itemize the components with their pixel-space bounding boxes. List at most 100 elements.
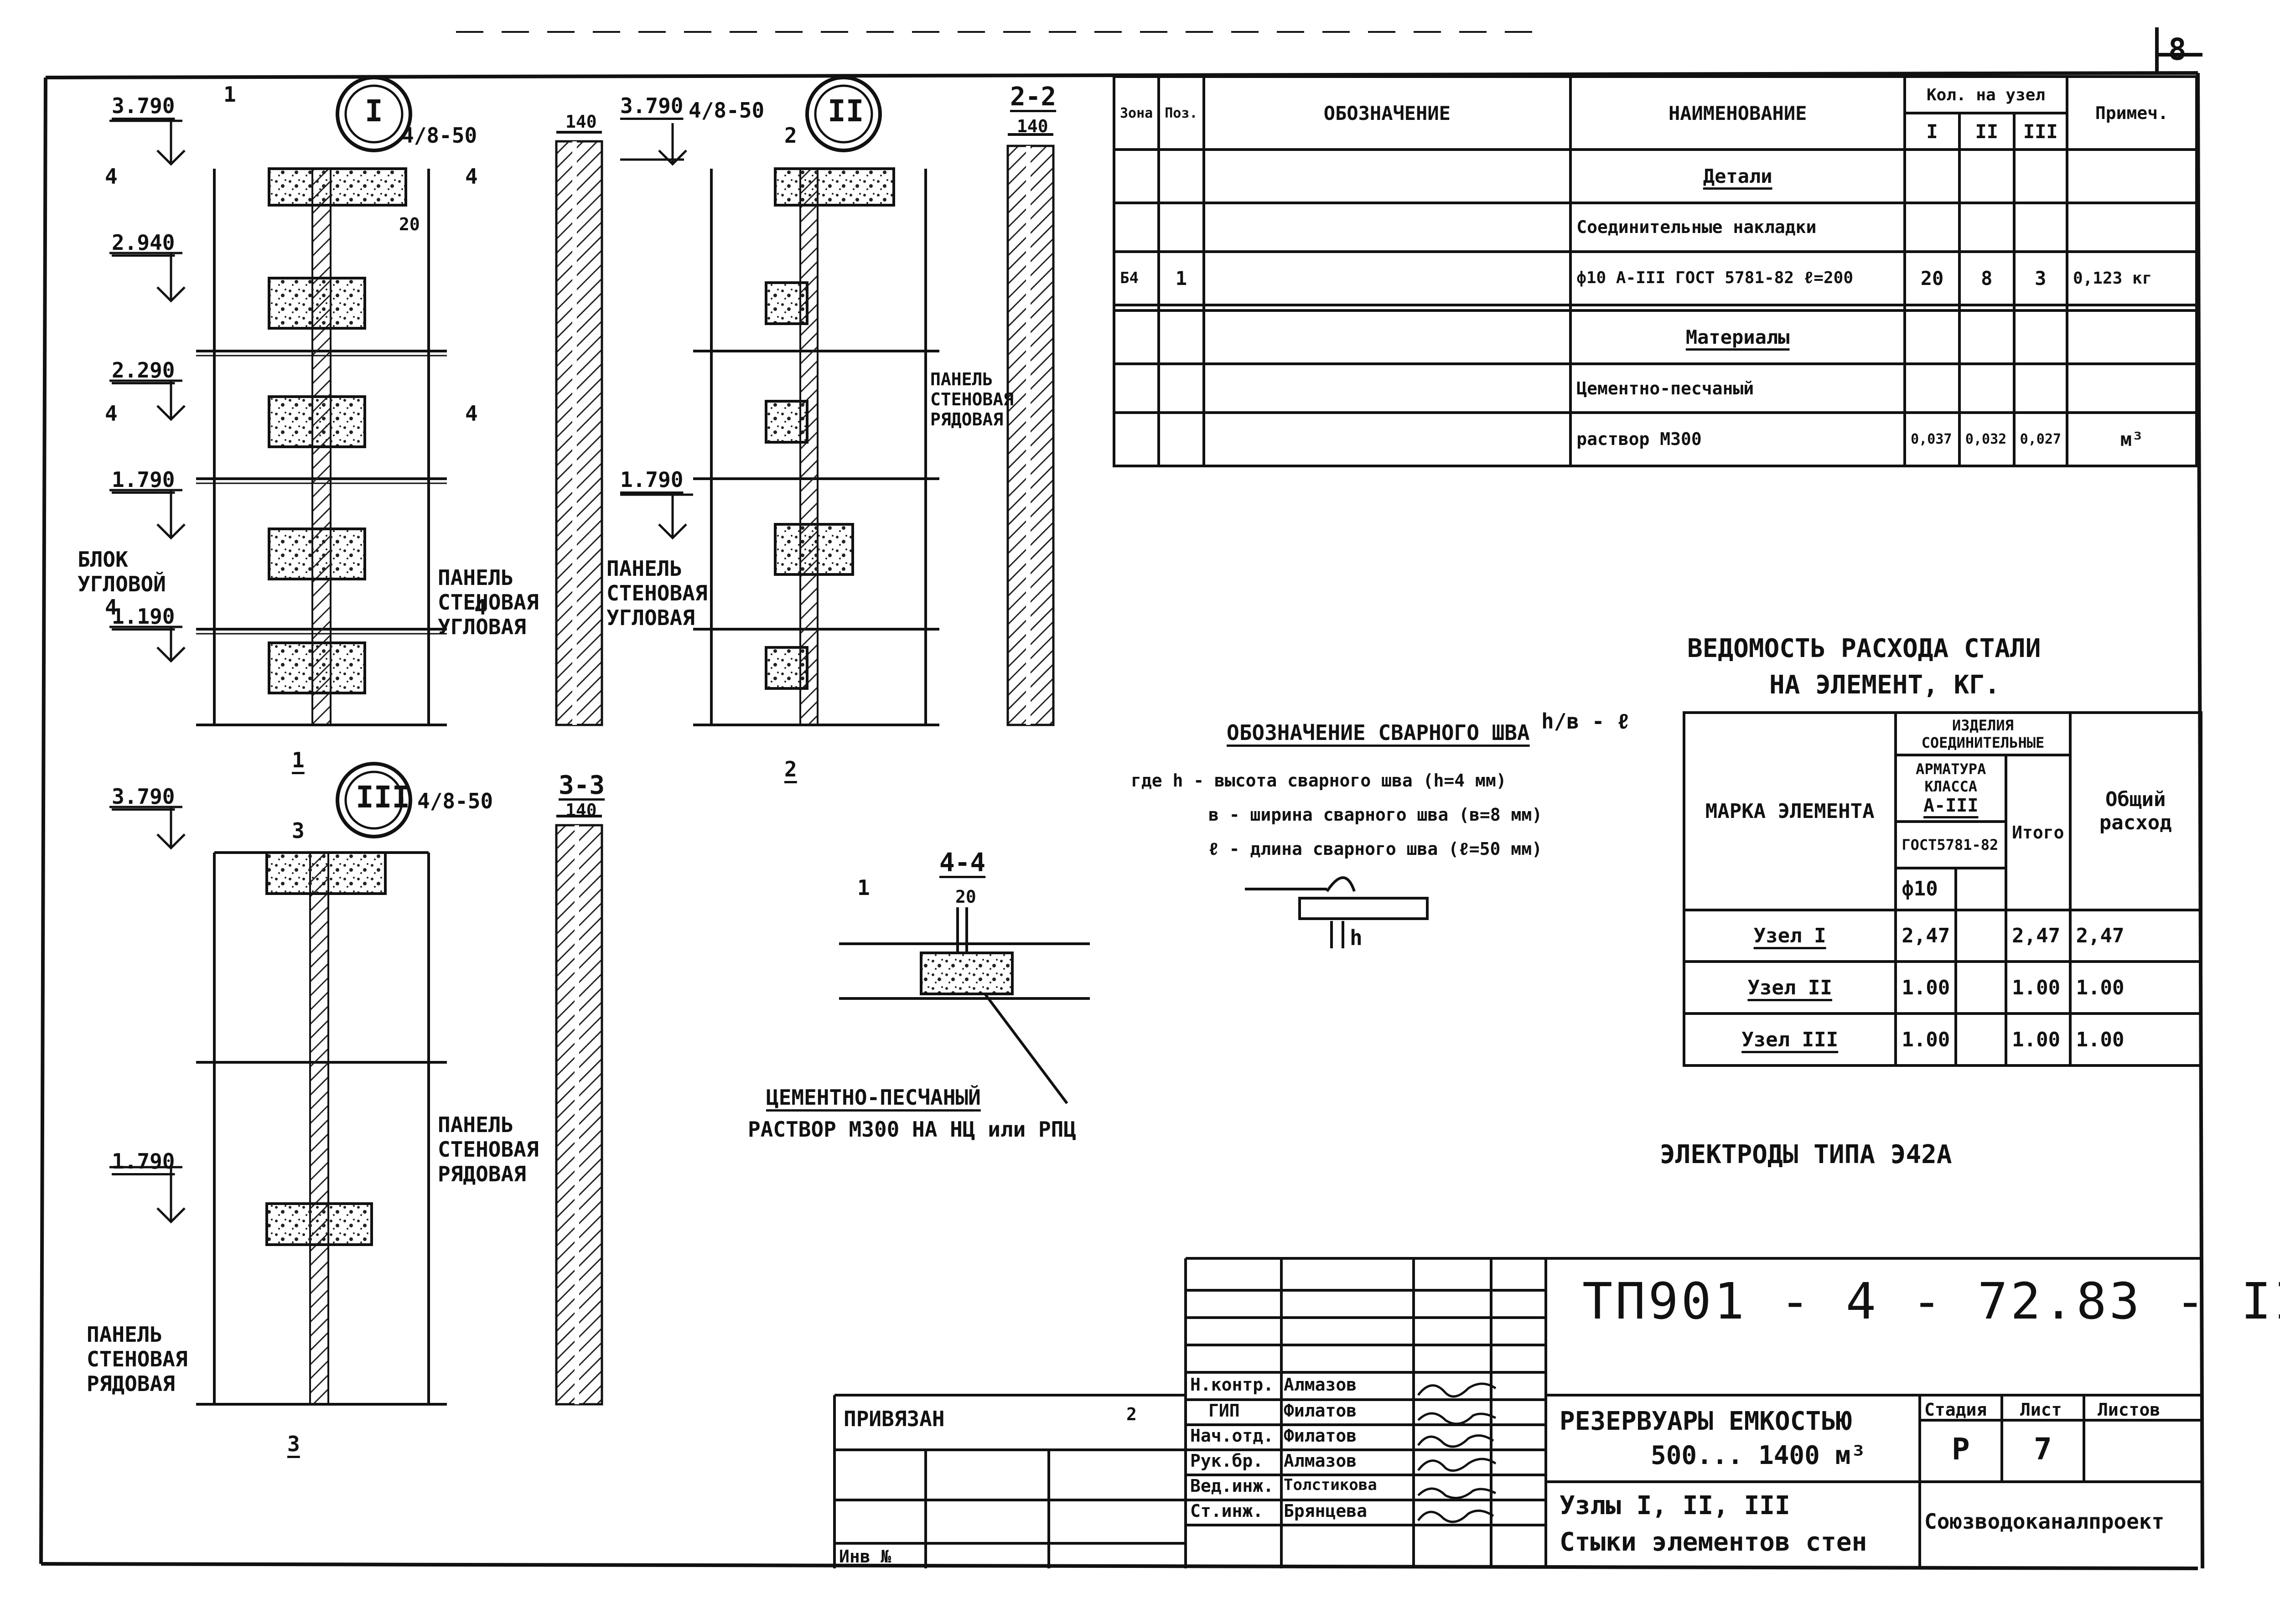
spec-cell: 0,123 кг [2065, 250, 2198, 306]
name-6: Брянцева [1284, 1501, 1368, 1521]
node1-level-marks [109, 119, 186, 663]
spec-cell [1157, 362, 1205, 414]
node2-weld-mark: 4/8-50 [689, 98, 765, 123]
steel-cell: 1.00 [2068, 1012, 2203, 1067]
section44-label: 4-4 [939, 848, 986, 878]
section44 [839, 907, 1090, 1104]
section44-dim: 20 [955, 887, 976, 907]
spec-cell-name: Соединительные накладки [1569, 202, 1907, 253]
node3-panel-top: ПАНЕЛЬ СТЕНОВАЯ РЯДОВАЯ [438, 1112, 539, 1186]
spec-cell [1202, 362, 1572, 414]
weld-legend-line-2: в - ширина сварного шва (в=8 мм) [1208, 805, 1543, 825]
spec-h-qty: Кол. на узел [1903, 75, 2068, 114]
section33-label: 3-3 [559, 771, 605, 800]
role-5: Вед.инж. [1190, 1476, 1274, 1496]
node1-mark-4: 1.790 [112, 467, 175, 492]
spec-cell [1958, 309, 2016, 366]
spec-cell-heading: Материалы [1569, 309, 1907, 366]
node3-pos: 3 [292, 818, 305, 843]
project-title-2: 500... 1400 м³ [1651, 1441, 1866, 1470]
steel-h-total: Итого [2005, 754, 2072, 911]
node1-mark-3: 2.290 [112, 358, 175, 383]
name-4: Алмазов [1284, 1451, 1357, 1471]
spec-cell [2065, 362, 2198, 414]
steel-row: Узел III 1.00 1.00 1.00 [1682, 1012, 2203, 1067]
spec-cell [1202, 411, 1572, 468]
weld-legend-title: ОБОЗНАЧЕНИЕ СВАРНОГО ШВА [1227, 720, 1530, 745]
spec-cell [1202, 148, 1572, 205]
spec-cell [1903, 303, 1961, 312]
steel-cell: 1.00 [2005, 1012, 2072, 1067]
stage-label: Стадия [1924, 1400, 1987, 1420]
spec-cell-name: раствор М300 [1569, 411, 1907, 468]
role-6: Ст.инж. [1190, 1501, 1264, 1521]
sheet-frame [39, 27, 2204, 1570]
node3-weld-mark: 4/8-50 [417, 789, 493, 813]
node3-level-marks [109, 806, 186, 1224]
node1-elevation [196, 76, 447, 726]
project-title-1: РЕЗЕРВУАРЫ ЕМКОСТЬЮ [1560, 1407, 1852, 1436]
role-1: Н.контр. [1190, 1375, 1274, 1395]
steel-cell [1954, 908, 2008, 963]
node1-mark-5: 1.190 [112, 604, 175, 629]
spec-h-q3: III [2012, 112, 2068, 151]
name-1: Алмазов [1284, 1375, 1357, 1395]
node1-mark-2: 2.940 [112, 230, 175, 255]
spec-cell [1903, 148, 1961, 205]
node2-pos: 2 [784, 123, 797, 148]
spec-cell-name: Цементно-песчаный [1569, 362, 1907, 414]
role-2: ГИП [1208, 1401, 1240, 1421]
node1-section-mark: 1 [292, 748, 305, 772]
weld-symbol-h: h [1350, 926, 1363, 950]
node2-mark-2: 1.790 [620, 467, 684, 492]
section33 [555, 815, 603, 1406]
sheet-label: Лист [2020, 1400, 2062, 1420]
spec-cell [1112, 303, 1161, 312]
steel-cell [1954, 960, 2008, 1015]
steel-h-gost: ГОСТ5781-82 [1894, 820, 2008, 870]
spec-cell [1157, 309, 1205, 366]
spec-cell-heading: Детали [1569, 148, 1907, 205]
node2-elevation [693, 76, 939, 726]
steel-h-class-value: А-III [1923, 795, 1979, 817]
node1-block-label: БЛОК УГЛОВОЙ [78, 547, 166, 596]
title-code: ТП901 - 4 - 72.83 - III [1582, 1272, 2280, 1330]
steel-cell: 2,47 [2068, 908, 2203, 963]
node1-circle-label: I [365, 93, 383, 129]
steel-cell: 1.00 [1894, 960, 1958, 1015]
node1-cut-right-2: 4 [465, 401, 478, 426]
spec-cell: 0,027 [2012, 411, 2068, 468]
spec-cell: 20 [1903, 250, 1961, 306]
sheet-title-2: Стыки элементов стен [1560, 1527, 1867, 1557]
spec-cell: 0,032 [1958, 411, 2016, 468]
spec-cell [1202, 303, 1572, 312]
weld-legend-line-3: ℓ - длина сварного шва (ℓ=50 мм) [1208, 839, 1542, 859]
section22-dim: 140 [1017, 116, 1048, 136]
section11 [555, 131, 603, 726]
steel-cell [1954, 1012, 2008, 1067]
node3-circle-label: III [356, 780, 410, 815]
spec-row [1112, 303, 2198, 312]
spec-cell: Б4 [1112, 250, 1161, 306]
node1-cut-left-3: 4 [105, 595, 118, 620]
steel-h-diam: ф10 [1894, 867, 1958, 911]
spec-cell: 3 [2012, 250, 2068, 306]
weld-legend-line-1: где h - высота сварного шва (h=4 мм) [1131, 771, 1507, 791]
section22-label: 2-2 [1010, 82, 1057, 112]
weld-legend-formula: h/в - ℓ [1541, 709, 1630, 734]
spec-cell [2065, 309, 2198, 366]
name-5: Толстикова [1284, 1476, 1377, 1494]
sheet-value: 7 [2034, 1432, 2052, 1467]
weld-symbol [1245, 876, 1429, 948]
steel-cell-mark: Узел II [1682, 960, 1897, 1015]
steel-h-class-label: АРМАТУРА КЛАССА [1916, 760, 1986, 796]
spec-cell [1157, 411, 1205, 468]
spec-cell [1958, 303, 2016, 312]
steel-h-general: Общий расход [2068, 711, 2203, 911]
steel-cell: 2,47 [1894, 908, 1958, 963]
node1-pos: 1 [223, 82, 236, 107]
node3-elevation [196, 762, 447, 1406]
steel-cell-mark: Узел I [1682, 908, 1897, 963]
